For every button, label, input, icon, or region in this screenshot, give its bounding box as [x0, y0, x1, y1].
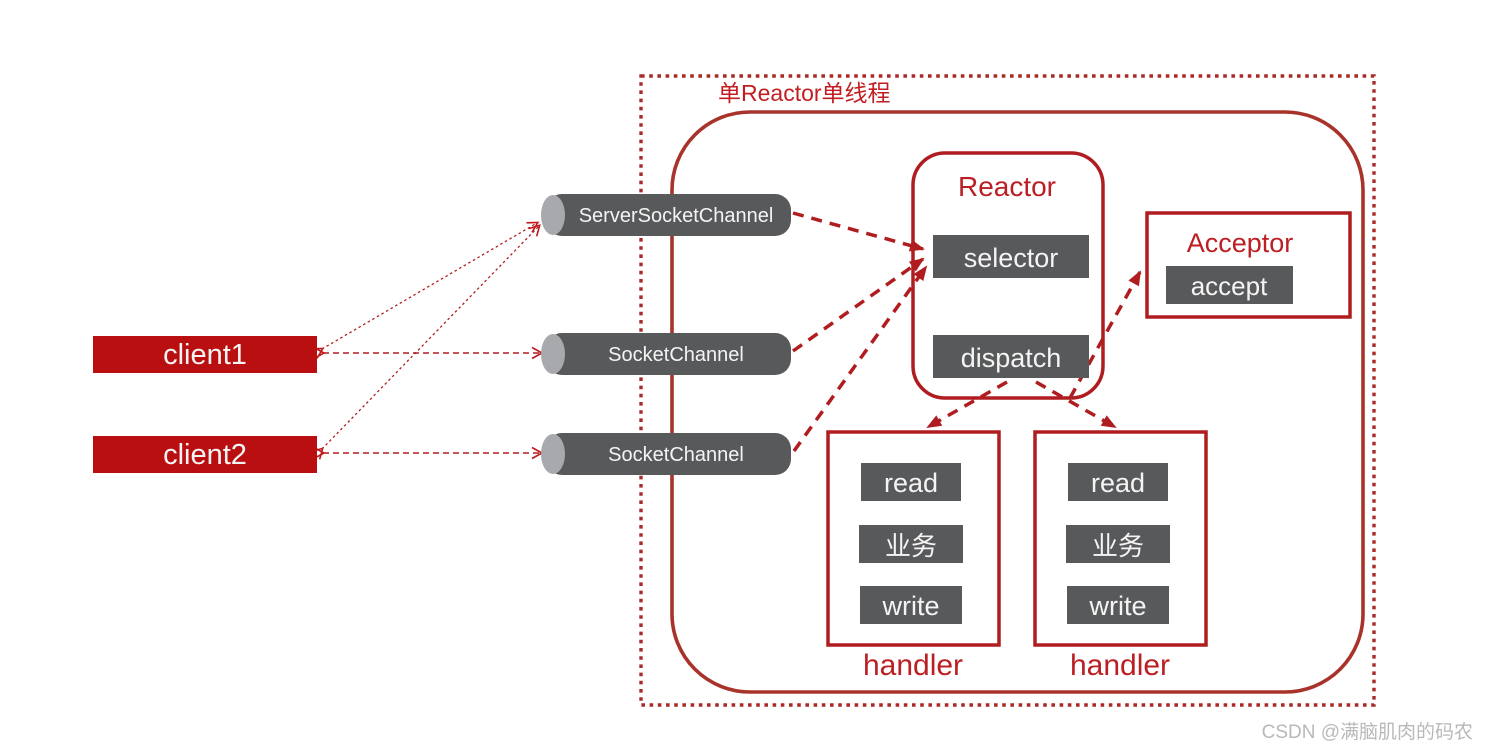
- client2-label: client2: [163, 439, 247, 471]
- arrow-dispatch-handler1: [926, 380, 1008, 429]
- arrow-dispatch-handler2: [1035, 380, 1117, 429]
- socket-channel-1: SocketChannel: [541, 333, 791, 375]
- reactor-box: [911, 151, 1105, 400]
- client1-label: client1: [163, 339, 247, 371]
- handler-1: read 业务 write handler: [826, 430, 1001, 682]
- handler-1-business-label: 业务: [885, 531, 937, 561]
- socket-channel-2-label: SocketChannel: [608, 444, 744, 466]
- socket-channel-1-body: [546, 333, 791, 375]
- client2: client2: [93, 436, 317, 473]
- acceptor-title: Acceptor: [1187, 228, 1294, 258]
- handler-1-read-label: read: [884, 468, 938, 498]
- accept-box: [1166, 266, 1293, 304]
- socket-channel-1-cap: [541, 334, 565, 374]
- csdn-watermark: CSDN @满脑肌肉的码农: [1262, 721, 1473, 743]
- thread-container: [670, 110, 1365, 694]
- handler-2-read-label: read: [1091, 468, 1145, 498]
- server-socket-channel: ServerSocketChannel: [541, 194, 791, 236]
- socket-channel-2-cap: [541, 434, 565, 474]
- acceptor: Acceptor accept: [1145, 211, 1352, 319]
- server-socket-channel-label: ServerSocketChannel: [579, 205, 774, 227]
- handler-1-business-box: [859, 525, 963, 563]
- handler-1-box: [826, 430, 1001, 647]
- client1: client1: [93, 336, 317, 373]
- arrow-serversocketchannel-selector: [792, 211, 925, 252]
- selector-label: selector: [964, 243, 1059, 273]
- accept-label: accept: [1191, 271, 1268, 301]
- selector-box: [933, 235, 1089, 278]
- handler-2-write-box: [1067, 586, 1169, 624]
- server-socket-channel-cap: [541, 195, 565, 235]
- arrow-socketchannel2-selector: [792, 265, 928, 453]
- handler-2-read-box: [1068, 463, 1168, 501]
- arrow-socketchannel1-selector: [791, 257, 925, 353]
- client-connection-arrows: [311, 221, 544, 460]
- acceptor-box: [1145, 211, 1352, 319]
- socket-channel-2: SocketChannel: [541, 433, 791, 475]
- socket-channel-2-body: [546, 433, 791, 475]
- dispatch-box: [933, 335, 1089, 378]
- socket-channel-1-label: SocketChannel: [608, 344, 744, 366]
- handler-2-box: [1033, 430, 1208, 647]
- client2-box: [93, 436, 317, 473]
- arrow-client2-serversocketchannel: [311, 224, 541, 460]
- handler-1-write-box: [860, 586, 962, 624]
- reactor-title: Reactor: [958, 171, 1056, 202]
- handler-2-business-label: 业务: [1092, 531, 1144, 561]
- arrow-client1-serversocketchannel: [311, 221, 540, 359]
- handler-2: read 业务 write handler: [1033, 430, 1208, 682]
- server-socket-channel-body: [546, 194, 791, 236]
- reactor: Reactor selector dispatch: [911, 151, 1105, 400]
- dispatch-label: dispatch: [961, 343, 1062, 373]
- handler-1-write-label: write: [881, 591, 939, 621]
- diagram-title: 单Reactor单线程: [718, 80, 891, 106]
- handler-1-read-box: [861, 463, 961, 501]
- handler-2-label: handler: [1070, 649, 1170, 682]
- handler-2-write-label: write: [1088, 591, 1146, 621]
- client1-box: [93, 336, 317, 373]
- handler-1-label: handler: [863, 649, 963, 682]
- handler-2-business-box: [1066, 525, 1170, 563]
